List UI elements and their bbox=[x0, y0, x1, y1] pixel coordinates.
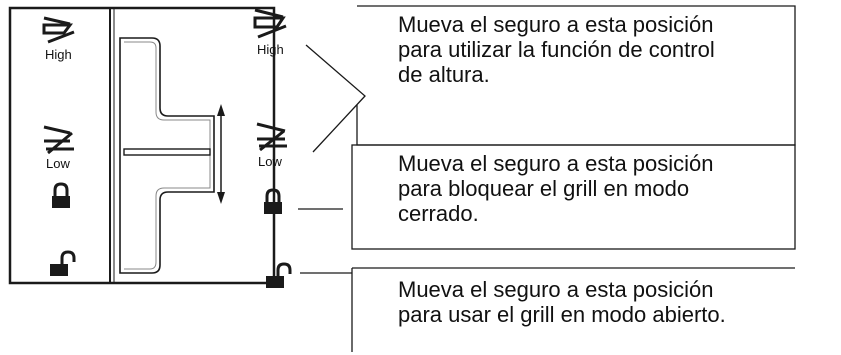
double-arrow-icon bbox=[217, 104, 225, 204]
callout-line: para utilizar la función de control bbox=[398, 37, 715, 62]
lock-closed-icon bbox=[264, 188, 282, 214]
callout-line: para bloquear el grill en modo bbox=[398, 176, 690, 201]
callout-height-text: Mueva el seguro a esta posición para uti… bbox=[398, 12, 715, 87]
callout-box-open bbox=[351, 267, 795, 352]
callout-line: cerrado. bbox=[398, 201, 479, 226]
leader-line-height bbox=[305, 44, 366, 153]
height-control-icon bbox=[253, 8, 287, 39]
callout-line: de altura. bbox=[398, 62, 490, 87]
height-control-icon bbox=[256, 122, 287, 152]
callout-line: Mueva el seguro a esta posición bbox=[398, 277, 714, 302]
callout-line: para usar el grill en modo abierto. bbox=[398, 302, 726, 327]
panel-high-label: High bbox=[45, 47, 72, 62]
lock-open-icon bbox=[50, 250, 76, 276]
slider-lever-outline bbox=[119, 37, 215, 274]
lock-open-icon bbox=[266, 262, 292, 288]
right-high-label: High bbox=[257, 42, 284, 57]
slider-slot bbox=[123, 148, 211, 156]
height-control-icon bbox=[42, 16, 75, 44]
lock-closed-icon bbox=[52, 182, 70, 208]
callout-box-locked bbox=[351, 144, 796, 250]
callout-locked-text: Mueva el seguro a esta posición para blo… bbox=[398, 151, 714, 226]
callout-open-text: Mueva el seguro a esta posición para usa… bbox=[398, 277, 726, 327]
callout-line: Mueva el seguro a esta posición bbox=[398, 151, 714, 176]
height-control-icon bbox=[43, 125, 74, 155]
callout-line: Mueva el seguro a esta posición bbox=[398, 12, 714, 37]
right-low-label: Low bbox=[258, 154, 282, 169]
panel-low-label: Low bbox=[46, 156, 70, 171]
